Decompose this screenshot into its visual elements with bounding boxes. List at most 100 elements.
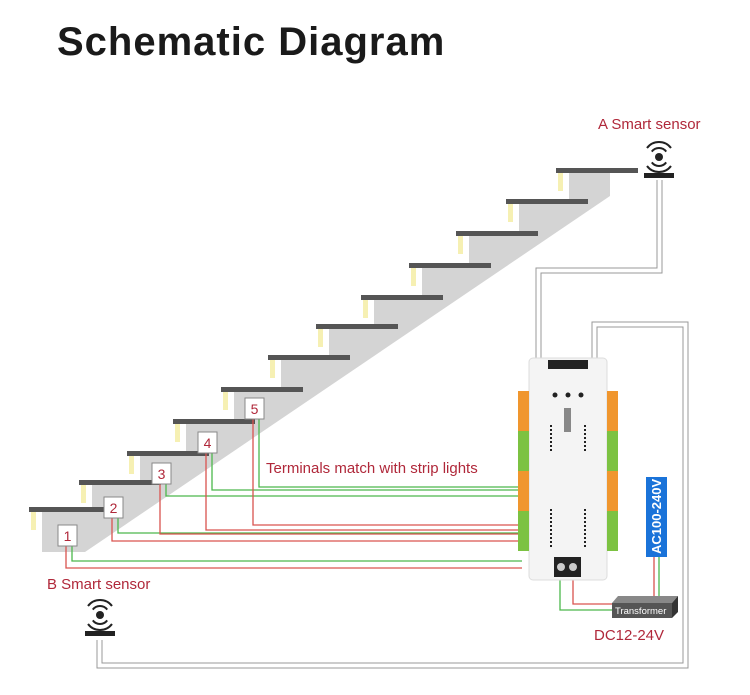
sensor-a-cable [535, 180, 658, 360]
strip-light-glow [411, 268, 416, 286]
controller-unit [518, 357, 618, 581]
step-number-label: 4 [204, 435, 212, 451]
terminal-block-right [607, 511, 618, 551]
ac-power-label-box: AC100-240V [646, 477, 667, 557]
sensor-a-cable [540, 180, 663, 360]
strip-light-glow [81, 485, 86, 503]
pin [550, 517, 552, 519]
sensor-wave [87, 599, 113, 607]
strip-light-glow [175, 424, 180, 442]
pin [550, 521, 552, 523]
stair-tread [173, 419, 255, 424]
terminals-label: Terminals match with strip lights [266, 460, 478, 477]
pin [550, 441, 552, 443]
red-wire [205, 452, 522, 531]
step-number-box [244, 397, 265, 420]
sensor-b-cable [96, 321, 689, 669]
sensor-base [644, 173, 674, 178]
strip-light-glow [129, 456, 134, 474]
stair-tread [221, 387, 303, 392]
sensor-a-label: A Smart sensor [598, 116, 701, 133]
step-number-box [151, 462, 172, 485]
pin [584, 441, 586, 443]
red-wire [252, 418, 522, 526]
strip-light-glow [31, 512, 36, 530]
strip-light-glow [458, 236, 463, 254]
power-terminal [554, 557, 581, 577]
pin [584, 525, 586, 527]
pin [550, 433, 552, 435]
step-number-label: 1 [64, 528, 72, 544]
sensor-dot [655, 153, 663, 161]
stair-tread [127, 451, 209, 456]
stair-tread [29, 507, 111, 512]
pin [584, 509, 586, 511]
transformer: Transformer [612, 596, 678, 618]
pin [584, 537, 586, 539]
green-wire [258, 418, 522, 488]
sensor-a-icon [644, 141, 674, 178]
pin [550, 545, 552, 547]
terminal-block-right [607, 431, 618, 471]
dc-red-wire [572, 577, 612, 605]
indicator-led [565, 392, 571, 398]
dc-label: DC12-24V [594, 627, 664, 644]
green-wire [211, 452, 522, 491]
pin [584, 429, 586, 431]
green-wire [165, 483, 522, 497]
pin [584, 541, 586, 543]
step-number-box [103, 496, 124, 519]
stair-tread [79, 480, 161, 485]
pin [584, 517, 586, 519]
strip-light-glow [558, 173, 563, 191]
pin [550, 529, 552, 531]
sensor-wave [92, 605, 108, 611]
pin [584, 513, 586, 515]
indicator-led [578, 392, 584, 398]
dc-green-wire [559, 577, 612, 611]
step-number-label: 2 [110, 500, 118, 516]
strip-light-glow [508, 204, 513, 222]
sensor-b-icon [85, 599, 115, 636]
sensor-b-cable [101, 326, 684, 664]
terminal-screw [569, 563, 577, 571]
pin [584, 521, 586, 523]
sensor-b-label: B Smart sensor [47, 576, 150, 593]
sensor-base [85, 631, 115, 636]
terminal-block-left [518, 471, 529, 511]
green-wire [117, 517, 522, 534]
indicator-led [552, 392, 558, 398]
strip-light-glow [363, 300, 368, 318]
step-number-box [57, 524, 78, 547]
pin [584, 533, 586, 535]
sensor-wave [651, 161, 667, 167]
sensor-wave [651, 147, 667, 153]
step-number-label: 5 [251, 401, 259, 417]
sensor-wave [87, 623, 113, 631]
terminal-block-left [518, 511, 529, 551]
terminal-block-right [607, 391, 618, 431]
pin [550, 525, 552, 527]
pin [550, 425, 552, 427]
controller-display [564, 408, 571, 432]
pin [550, 513, 552, 515]
controller-top-label [548, 360, 588, 369]
pin [550, 445, 552, 447]
stair-tread [506, 199, 588, 204]
pin [550, 449, 552, 451]
sensor-wave [92, 619, 108, 625]
red-wire [65, 545, 522, 569]
controller-body [528, 357, 608, 581]
transformer-label: Transformer [615, 606, 666, 617]
sensor-wave [646, 165, 672, 173]
pin [550, 437, 552, 439]
terminal-block-right [607, 471, 618, 511]
staircase [29, 168, 638, 552]
ac-label: AC100-240V [649, 479, 664, 554]
strip-light-glow [270, 360, 275, 378]
pin [550, 509, 552, 511]
strip-light-glow [318, 329, 323, 347]
strip-light-glow [223, 392, 228, 410]
